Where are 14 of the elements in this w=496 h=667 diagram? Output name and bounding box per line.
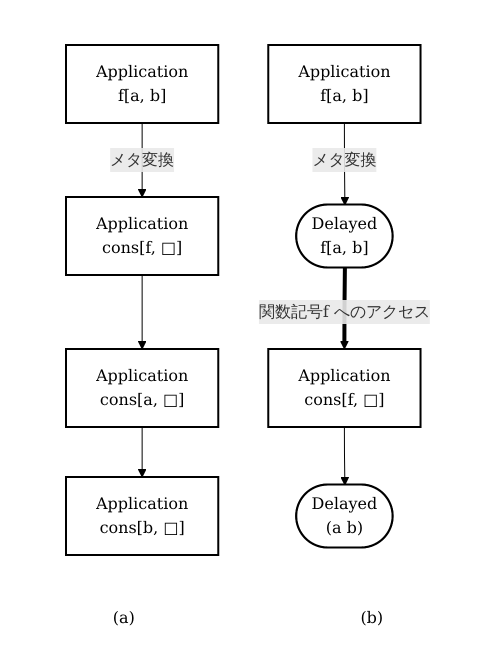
panel-caption: (b) [360,608,384,627]
node-box: Application cons[f, □] [65,196,220,276]
node-box: Application cons[f, □] [267,348,422,428]
node-box: Application cons[b, □] [65,476,220,556]
node-box: Application f[a, b] [267,44,422,124]
arrow [138,274,147,350]
edge-label: 関数記号f へのアクセス [258,302,430,321]
arrow [340,426,350,486]
panel-caption: (a) [112,608,135,627]
edge-label: メタ変換 [312,150,376,169]
edge-label: メタ変換 [110,150,174,169]
arrow [138,426,147,478]
node-box: Application f[a, b] [65,44,220,124]
node-box: Application cons[a, □] [65,348,220,428]
